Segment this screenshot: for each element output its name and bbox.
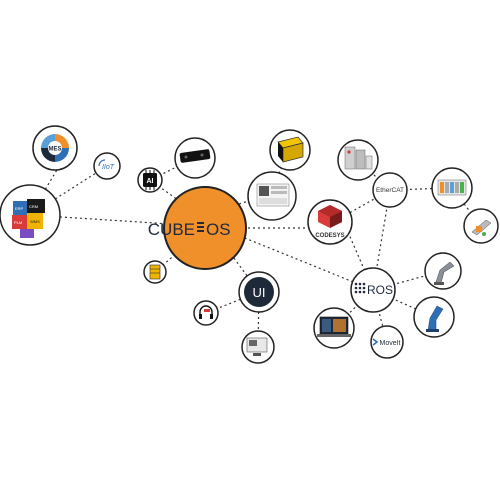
codesys-node[interactable]: CODESYS: [307, 199, 353, 245]
mes-label: MES: [48, 147, 61, 153]
moveit-label: MoveIt: [379, 340, 400, 347]
wifi-icon: [98, 159, 106, 167]
edge-erp-hub: [29, 214, 203, 227]
robot-arm-node[interactable]: [424, 252, 462, 290]
depth-camera-icon: [179, 149, 211, 163]
industrial-robot-node[interactable]: [413, 296, 455, 338]
ethercat-node[interactable]: EtherCAT: [372, 172, 408, 208]
brand-right: OS: [206, 220, 231, 239]
aps-piece: [20, 229, 34, 238]
pc-node[interactable]: [241, 330, 275, 364]
ethercat-label: EtherCAT: [376, 187, 404, 194]
battery-icon: [149, 264, 161, 280]
ai-label: AI: [147, 178, 154, 185]
hardware-module-node[interactable]: [269, 129, 311, 171]
chip-icon: [143, 173, 157, 187]
cabinet-node[interactable]: [337, 139, 379, 181]
edge-codesys-ros: [347, 231, 374, 291]
erp-cluster-node[interactable]: ERP CRM PLM WMS: [0, 184, 61, 246]
plm-label: PLM: [14, 220, 22, 225]
io-modules-node[interactable]: [431, 167, 473, 209]
headphones-icon: [199, 305, 213, 316]
moveit-chevron-icon: [372, 338, 379, 346]
sensor-node[interactable]: [174, 137, 216, 179]
moveit-node[interactable]: MoveIt: [370, 325, 404, 359]
wms-piece: [27, 213, 43, 229]
brand-left: CUBE: [148, 220, 195, 239]
laptop-node[interactable]: [313, 307, 355, 349]
cube-icon: [197, 222, 204, 232]
wms-label: WMS: [30, 219, 40, 224]
erp-piece: [13, 201, 27, 215]
iiot-label: IIoT: [102, 164, 115, 171]
crm-piece: [27, 199, 45, 213]
plm-piece: [12, 215, 27, 229]
ros-label: ROS: [367, 283, 393, 297]
edge-ros-moveit: [372, 289, 388, 343]
ros-node[interactable]: ROS: [350, 267, 396, 313]
headset-node[interactable]: [193, 300, 219, 326]
ui-node[interactable]: UI: [238, 271, 280, 313]
edge-hub-ui: [227, 249, 260, 293]
software-screen-node[interactable]: [247, 171, 297, 221]
cubeos-hub[interactable]: CUBE OS: [148, 186, 247, 270]
control-cabinet-icon: [344, 146, 356, 170]
conveyor-node[interactable]: [463, 208, 499, 244]
edge-hub-ros: [239, 235, 374, 291]
crm-label: CRM: [29, 204, 38, 209]
ros-dots-icon: [354, 282, 366, 294]
ui-label: UI: [253, 285, 266, 300]
battery-node[interactable]: [143, 260, 167, 284]
mes-node[interactable]: MES: [32, 125, 78, 171]
erp-label: ERP: [15, 206, 24, 211]
ai-chip-node[interactable]: AI: [137, 167, 163, 193]
codesys-label: CODESYS: [315, 233, 344, 239]
iiot-node[interactable]: IIoT: [93, 152, 121, 180]
